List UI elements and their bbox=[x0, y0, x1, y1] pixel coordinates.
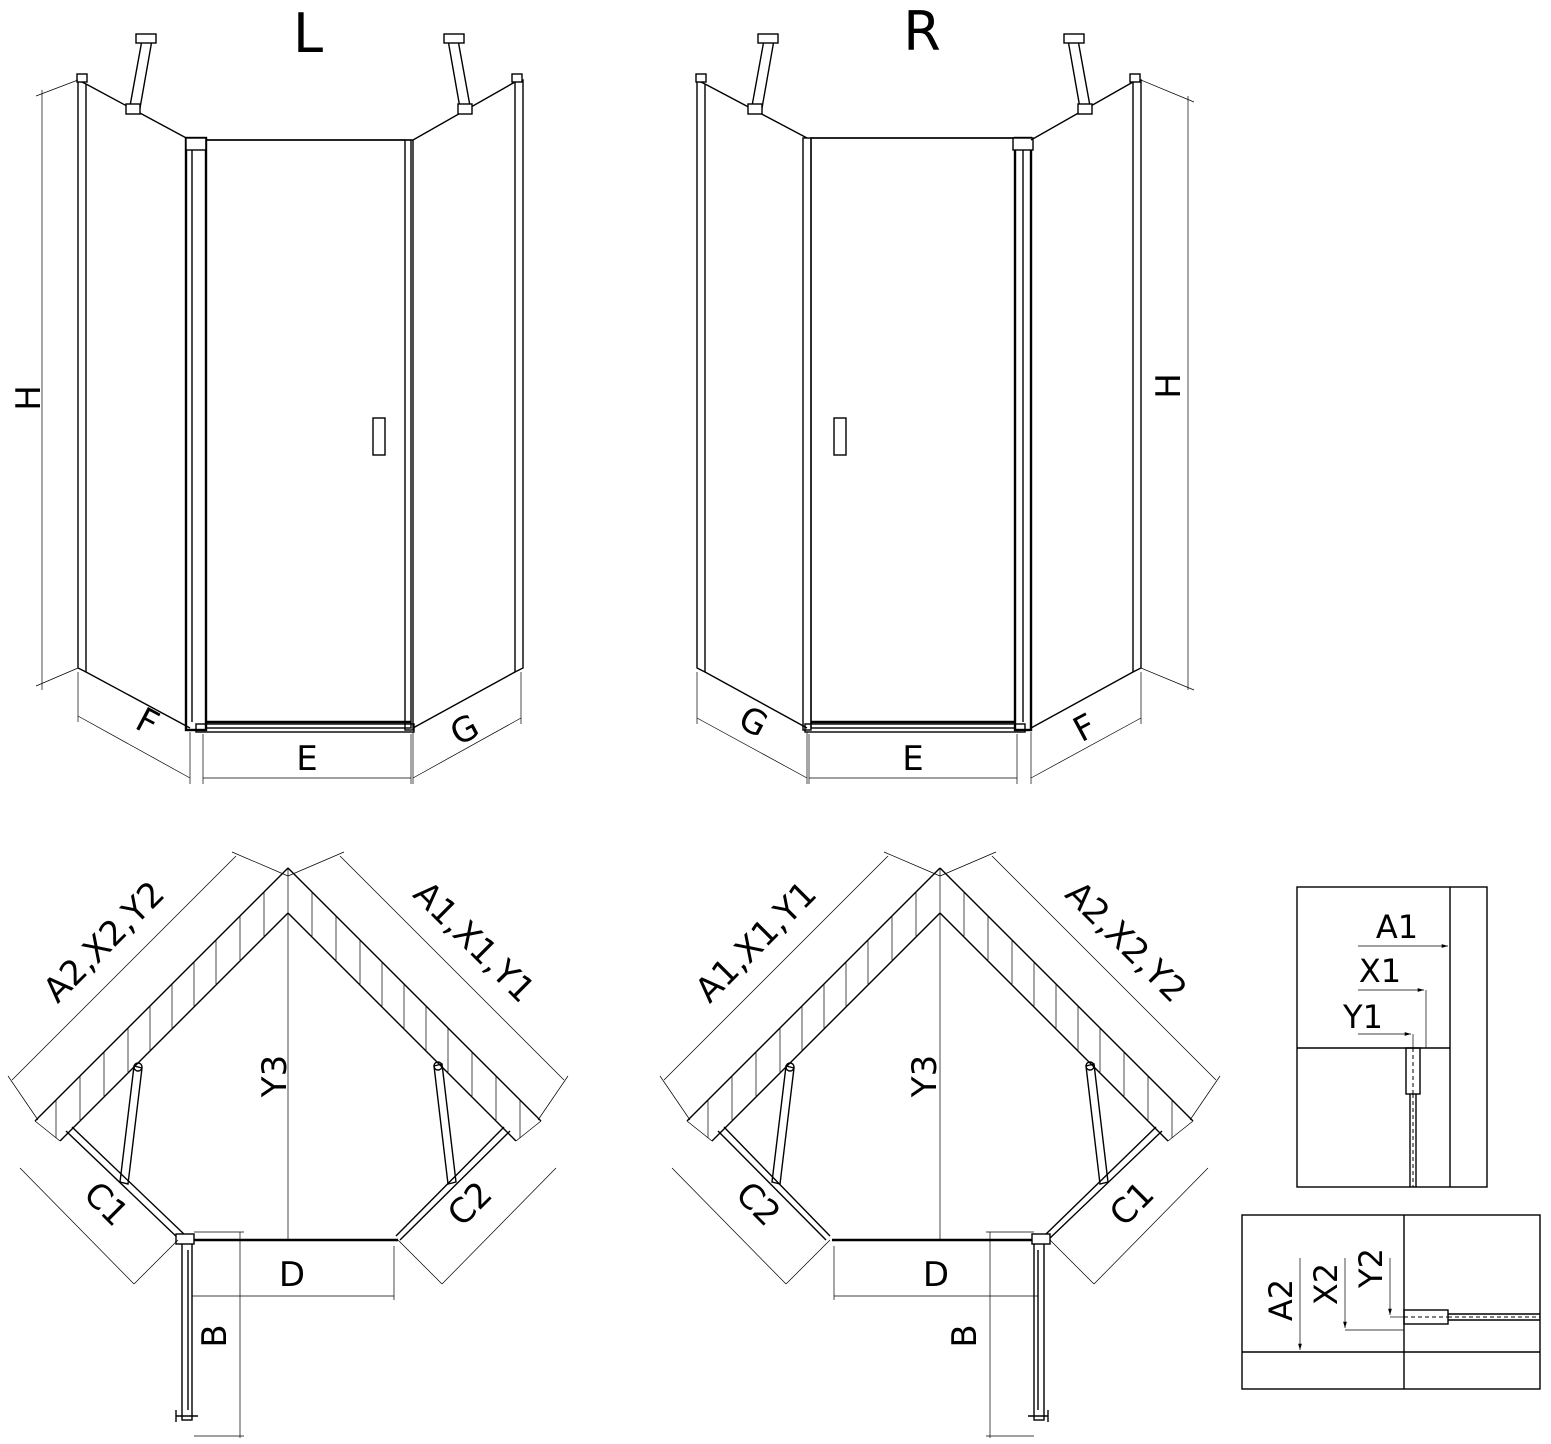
panel-right-label: F bbox=[1067, 706, 1103, 751]
stabilizer-arm-right bbox=[1085, 1063, 1109, 1185]
stabilizer-arm-left bbox=[119, 1065, 143, 1185]
wall-right bbox=[939, 867, 1194, 1142]
wall-left bbox=[686, 867, 941, 1142]
wall-left bbox=[34, 867, 289, 1142]
panel-width-dimension-right: G bbox=[412, 672, 522, 784]
side-panel-right bbox=[1047, 1130, 1163, 1241]
wall-left-label: A2,X2,Y2 bbox=[36, 874, 173, 1011]
side-right-label: C1 bbox=[1102, 1174, 1162, 1234]
stabilizer-arm-left bbox=[771, 1065, 795, 1185]
variant-label-left: L bbox=[293, 2, 323, 65]
panel-width-dimension-right: F bbox=[1030, 672, 1142, 784]
height-dimension: H bbox=[1140, 79, 1195, 691]
detail-label-y2: Y2 bbox=[1352, 1248, 1390, 1289]
plan-right: Y3 A1,X1,Y1 A2,X2,Y2 C2 C1 D B bbox=[659, 851, 1221, 1438]
side-panel-left bbox=[65, 1130, 181, 1241]
detail-label-y1: Y1 bbox=[1342, 998, 1383, 1036]
height-label: H bbox=[9, 385, 49, 411]
stabilizer-bar-left bbox=[125, 33, 157, 115]
door-swing-label: B bbox=[945, 1324, 985, 1347]
depth-label: Y3 bbox=[255, 1055, 295, 1098]
door-handle bbox=[833, 417, 847, 456]
stabilizer-bar-left bbox=[747, 33, 779, 115]
right-side-panel bbox=[412, 73, 524, 729]
panel-width-dimension-left: F bbox=[77, 672, 191, 784]
door-panel bbox=[802, 136, 1034, 733]
detail-label-x1: X1 bbox=[1359, 952, 1401, 990]
right-side-panel bbox=[1030, 73, 1142, 729]
side-panel-left bbox=[717, 1130, 827, 1241]
wall-right bbox=[287, 867, 542, 1142]
depth-label: Y3 bbox=[905, 1055, 945, 1098]
elevation-right: R bbox=[695, 0, 1195, 784]
detail-label-a1: A1 bbox=[1376, 908, 1418, 946]
wall-left-label: A1,X1,Y1 bbox=[688, 874, 825, 1011]
door-width-dimension: E bbox=[202, 734, 412, 784]
height-label: H bbox=[1149, 373, 1189, 399]
door-swing-label: B bbox=[195, 1324, 235, 1347]
panel-left-label: F bbox=[129, 700, 165, 745]
stabilizer-arm-right bbox=[433, 1063, 457, 1185]
variant-label-right: R bbox=[903, 0, 941, 63]
door-width-label: E bbox=[902, 739, 923, 779]
elevation-left: L bbox=[9, 2, 524, 784]
door-label: D bbox=[279, 1255, 305, 1295]
detail-wall-profile-top: A1 X1 Y1 bbox=[1296, 886, 1488, 1188]
left-side-panel bbox=[76, 73, 191, 729]
plan-left: Y3 A2,X2,Y2 A1,X1,Y1 C1 C2 D B bbox=[7, 851, 569, 1438]
detail-label-x2: X2 bbox=[1307, 1263, 1345, 1305]
panel-right-label: G bbox=[444, 706, 486, 754]
door-panel bbox=[184, 136, 415, 733]
side-panel-right bbox=[399, 1130, 511, 1241]
left-side-panel bbox=[695, 73, 808, 729]
detail-wall-profile-bottom: A2 X2 Y2 bbox=[1241, 1214, 1541, 1390]
stabilizer-bar-right bbox=[443, 33, 473, 115]
door-open bbox=[181, 1239, 193, 1421]
panel-width-dimension-left: G bbox=[696, 672, 808, 784]
height-dimension: H bbox=[9, 79, 79, 690]
door-label: D bbox=[923, 1255, 949, 1295]
detail-label-a2: A2 bbox=[1262, 1279, 1300, 1321]
panel-left-label: G bbox=[732, 698, 774, 746]
door-width-dimension: E bbox=[808, 734, 1018, 784]
stabilizer-bar-right bbox=[1063, 33, 1093, 115]
door-open bbox=[1033, 1239, 1045, 1421]
door-width-label: E bbox=[296, 739, 317, 779]
door-handle bbox=[372, 417, 386, 456]
